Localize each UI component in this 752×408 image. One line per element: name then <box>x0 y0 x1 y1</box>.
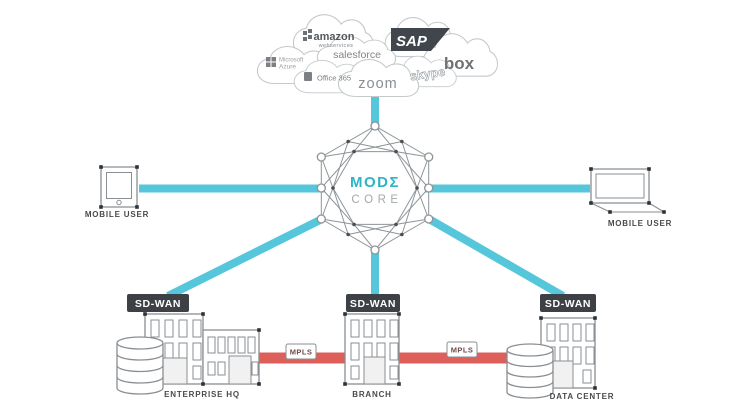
datacenter-site: SD-WAN DATA CENTER <box>506 294 615 401</box>
windows-icon <box>266 57 276 67</box>
phone-corner-dots <box>99 165 139 209</box>
cloud-cluster: amazon webservices SAP salesforce box Mi… <box>256 14 499 98</box>
sdwan-label-enterprise: SD-WAN <box>135 298 181 310</box>
datacenter-database-icon <box>506 343 554 399</box>
enterprise-corner-dots <box>143 312 261 386</box>
sdwan-label-branch: SD-WAN <box>350 298 396 310</box>
laptop-corner-dots <box>589 167 666 214</box>
link-core-enterprise <box>166 215 324 300</box>
branch-site: SD-WAN BRANCH <box>343 294 401 399</box>
core-vertex-nodes <box>316 121 434 255</box>
office365-logo: Office 365 <box>304 72 351 83</box>
sdwan-badge-enterprise: SD-WAN <box>127 294 189 312</box>
sap-label: SAP <box>396 33 428 50</box>
azure-logo: Microsoft Azure <box>266 57 304 71</box>
mpls-badge-2: MPLS <box>446 341 478 358</box>
datacenter-corner-dots <box>539 316 597 390</box>
branch-corner-dots <box>343 312 401 386</box>
mpls-label-1: MPLS <box>290 348 312 357</box>
zoom-label: zoom <box>358 76 397 92</box>
enterprise-hq-label: ENTERPRISE HQ <box>164 390 240 399</box>
office-icon <box>304 72 312 81</box>
salesforce-label: salesforce <box>333 49 381 61</box>
aws-cube-icon <box>303 29 312 41</box>
office-label: Office 365 <box>317 74 351 83</box>
enterprise-right-windows <box>207 336 259 385</box>
sdwan-badge-branch: SD-WAN <box>346 294 400 312</box>
core-inner-dots <box>331 139 419 237</box>
core-brand-line1: MODΣ <box>350 174 400 191</box>
core-wireframe-lines <box>320 125 430 251</box>
aws-logo: amazon webservices <box>303 29 355 49</box>
aws-label: amazon <box>314 31 355 43</box>
laptop-screen <box>595 173 645 199</box>
box-label: box <box>444 54 475 73</box>
phone-home-button <box>116 199 122 206</box>
sdwan-label-datacenter: SD-WAN <box>545 298 591 310</box>
enterprise-hq-site: SD-WAN ENTERPRISE HQ <box>116 294 261 399</box>
link-core-datacenter <box>427 215 565 300</box>
branch-windows <box>350 319 399 385</box>
mode-core-node: MODΣ CORE <box>316 121 434 255</box>
sdwan-badge-datacenter: SD-WAN <box>540 294 596 312</box>
aws-sublabel: webservices <box>318 43 354 49</box>
mobile-user-left: MOBILE USER <box>85 165 149 219</box>
azure-line1: Microsoft <box>279 58 304 64</box>
enterprise-database-icon <box>116 336 164 395</box>
core-links <box>139 90 590 300</box>
sap-logo: SAP <box>391 28 450 51</box>
datacenter-label: DATA CENTER <box>550 392 615 401</box>
mobile-user-left-label: MOBILE USER <box>85 210 149 219</box>
mpls-badge-1: MPLS <box>285 343 317 360</box>
mpls-label-2: MPLS <box>451 346 473 355</box>
mobile-user-right-label: MOBILE USER <box>608 219 672 228</box>
azure-line2: Azure <box>279 64 296 71</box>
core-brand-line2: CORE <box>351 194 402 206</box>
phone-screen <box>106 172 132 199</box>
laptop-base <box>590 202 665 213</box>
branch-label: BRANCH <box>352 390 391 399</box>
mobile-user-right: MOBILE USER <box>589 167 672 228</box>
sap-logo-shape <box>391 28 450 51</box>
skype-label: skype <box>409 65 446 84</box>
